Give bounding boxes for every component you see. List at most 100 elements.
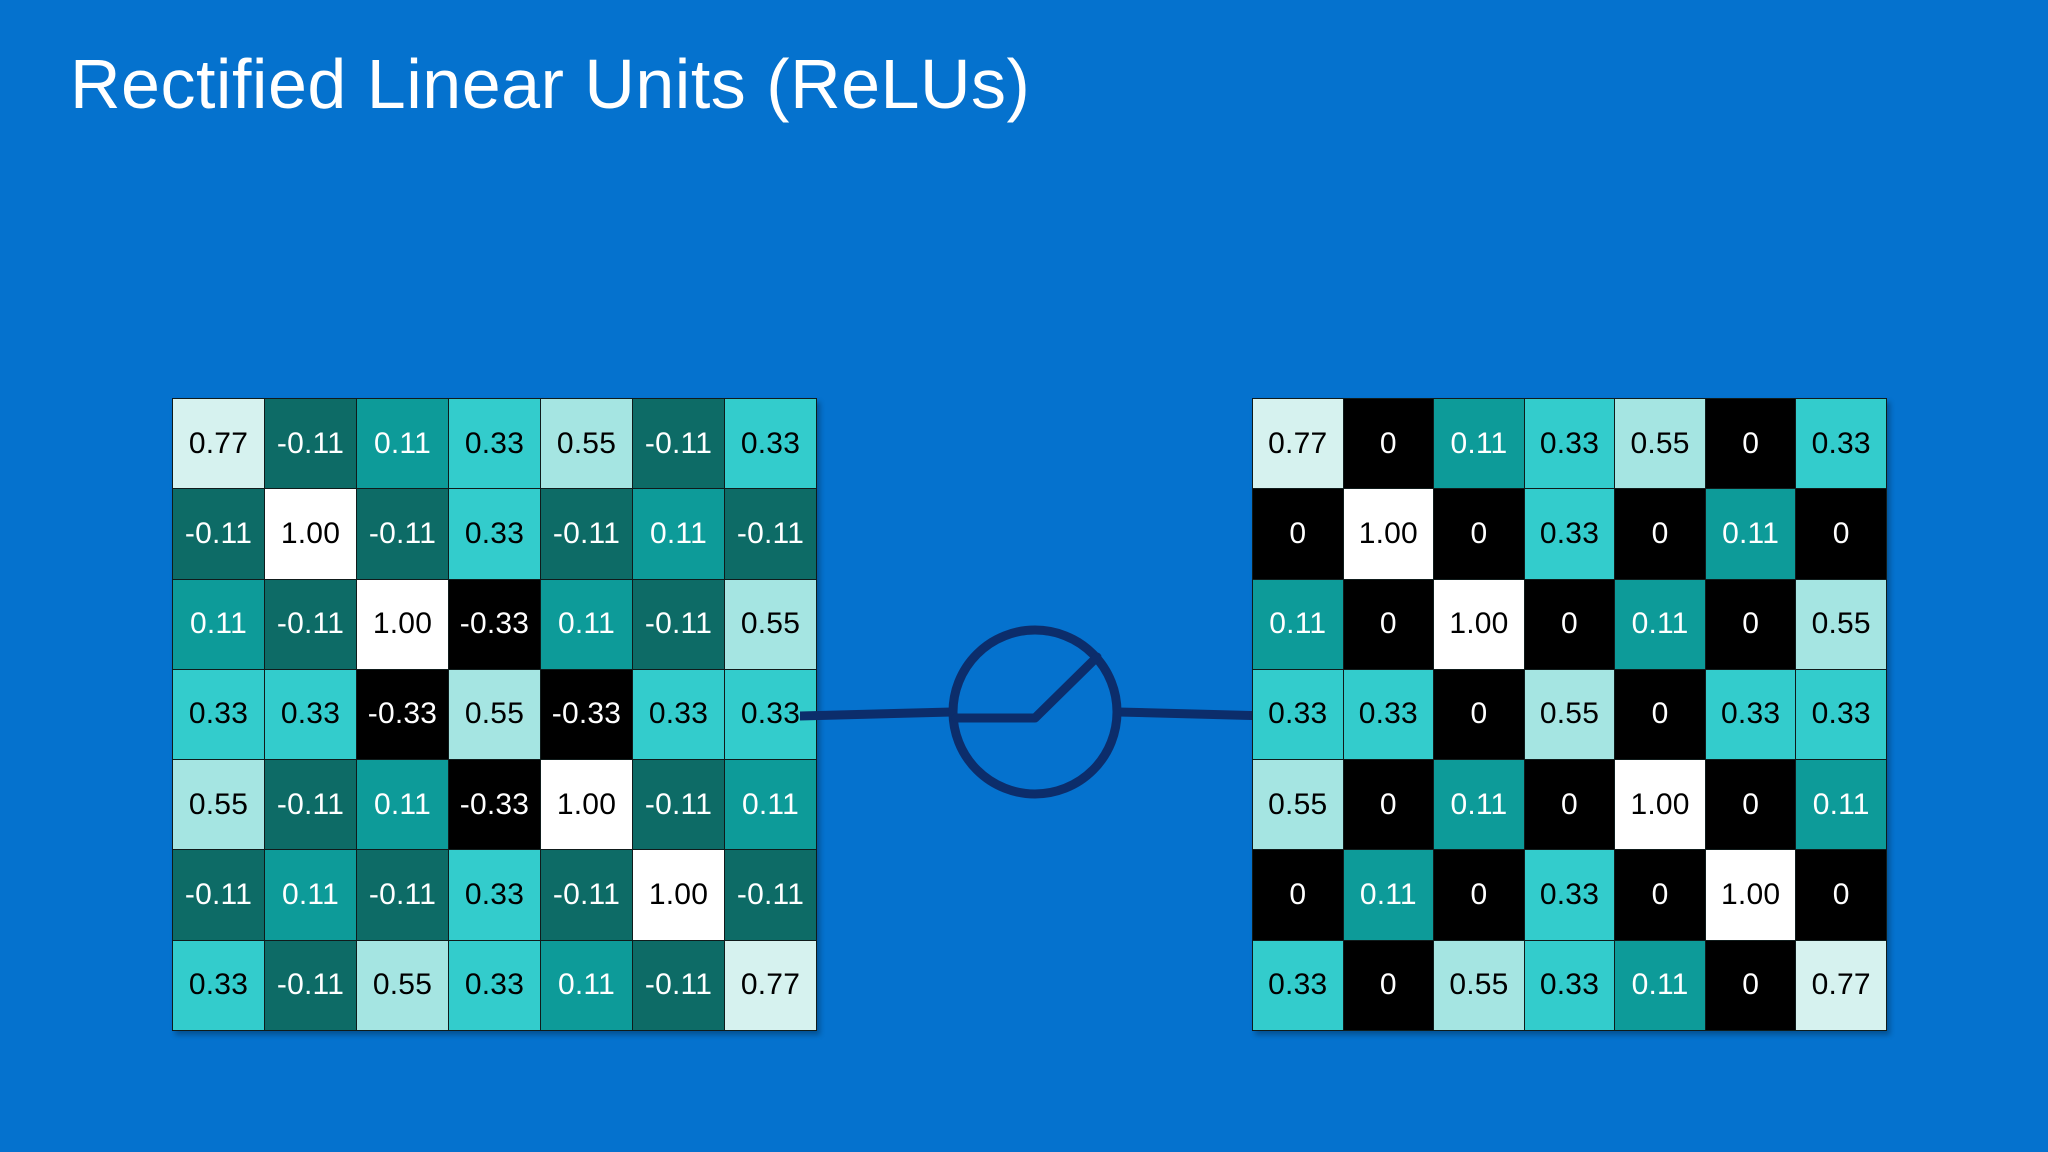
matrix-cell: 1.00 <box>1705 850 1796 940</box>
matrix-cell: 0 <box>1705 579 1796 669</box>
connector-line-left <box>800 707 957 721</box>
matrix-cell: 0.33 <box>1705 669 1796 760</box>
matrix-cell: 0 <box>1705 940 1796 1030</box>
matrix-cell: 0.33 <box>265 669 356 760</box>
page-title: Rectified Linear Units (ReLUs) <box>70 45 1031 123</box>
matrix-cell: -0.33 <box>449 579 540 669</box>
matrix-cell: 1.00 <box>541 760 632 850</box>
matrix-cell: -0.11 <box>633 399 724 489</box>
matrix-cell: 0.33 <box>1524 850 1615 940</box>
matrix-cell: 0.11 <box>1705 489 1796 579</box>
matrix-cell: -0.11 <box>725 850 816 940</box>
matrix-cell: 0 <box>1434 669 1524 760</box>
matrix-cell: 1.00 <box>633 850 724 940</box>
matrix-cell: 0.33 <box>449 489 540 579</box>
matrix-cell: -0.11 <box>357 489 448 579</box>
matrix-cell: -0.11 <box>725 489 816 579</box>
matrix-cell: 0.55 <box>449 669 540 760</box>
matrix-cell: 0.55 <box>725 579 816 669</box>
matrix-cell: 0.33 <box>449 399 540 489</box>
matrix-cell: -0.33 <box>357 669 448 760</box>
matrix-cell: 0.33 <box>725 399 816 489</box>
matrix-cell: 0 <box>1796 489 1886 579</box>
matrix-cell: 0.33 <box>1253 940 1343 1030</box>
matrix-cell: -0.11 <box>265 579 356 669</box>
matrix-cell: 0.33 <box>449 940 540 1030</box>
matrix-cell: 0.11 <box>1796 760 1886 850</box>
matrix-cell: 0.11 <box>725 760 816 850</box>
matrix-cell: 0 <box>1524 579 1615 669</box>
matrix-cell: 0 <box>1524 760 1615 850</box>
matrix-cell: 0.11 <box>1434 399 1524 489</box>
matrix-cell: 0.33 <box>1524 940 1615 1030</box>
matrix-cell: 0.33 <box>173 669 264 760</box>
matrix-cell: 0.11 <box>541 940 632 1030</box>
matrix-cell: 0.11 <box>357 399 448 489</box>
matrix-cell: 0.11 <box>1615 579 1705 669</box>
matrix-cell: 0.33 <box>725 669 816 760</box>
matrix-cell: -0.33 <box>541 669 632 760</box>
matrix-cell: 1.00 <box>265 489 356 579</box>
matrix-cell: -0.11 <box>265 760 356 850</box>
matrix-cell: 0 <box>1796 850 1886 940</box>
matrix-cell: 0.11 <box>357 760 448 850</box>
matrix-cell: -0.11 <box>633 940 724 1030</box>
matrix-cell: 0 <box>1705 399 1796 489</box>
matrix-cell: 0 <box>1343 940 1434 1030</box>
matrix-cell: -0.11 <box>633 579 724 669</box>
matrix-cell: 0.77 <box>1796 940 1886 1030</box>
matrix-cell: 0.11 <box>265 850 356 940</box>
matrix-cell: 0 <box>1615 850 1705 940</box>
matrix-cell: 0.55 <box>1434 940 1524 1030</box>
matrix-cell: 0.55 <box>1524 669 1615 760</box>
matrix-cell: 0 <box>1343 579 1434 669</box>
matrix-cell: 0.33 <box>1253 669 1343 760</box>
matrix-cell: 1.00 <box>1434 579 1524 669</box>
matrix-cell: -0.11 <box>173 489 264 579</box>
matrix-cell: 0.55 <box>1796 579 1886 669</box>
matrix-cell: 0.33 <box>173 940 264 1030</box>
matrix-cell: 0.77 <box>725 940 816 1030</box>
matrix-cell: 0 <box>1343 399 1434 489</box>
matrix-cell: 0 <box>1343 760 1434 850</box>
matrix-cell: 0.33 <box>1796 399 1886 489</box>
relu-curve-glyph <box>951 652 1102 723</box>
connector-line-right <box>1113 707 1270 721</box>
matrix-cell: 0.11 <box>1253 579 1343 669</box>
matrix-cell: -0.11 <box>357 850 448 940</box>
matrix-cell: 0.11 <box>633 489 724 579</box>
matrix-cell: 0.55 <box>1615 399 1705 489</box>
matrix-cell: 0.33 <box>1524 489 1615 579</box>
matrix-cell: 0.33 <box>1343 669 1434 760</box>
matrix-cell: 0.33 <box>449 850 540 940</box>
matrix-cell: 0.77 <box>173 399 264 489</box>
matrix-cell: 0 <box>1253 850 1343 940</box>
matrix-cell: 0.11 <box>1615 940 1705 1030</box>
relu-circle-outline <box>948 625 1122 799</box>
matrix-cell: 0 <box>1705 760 1796 850</box>
matrix-cell: 0 <box>1253 489 1343 579</box>
matrix-cell: -0.11 <box>265 399 356 489</box>
matrix-cell: 0.11 <box>1343 850 1434 940</box>
matrix-cell: 0.55 <box>541 399 632 489</box>
matrix-cell: -0.11 <box>173 850 264 940</box>
matrix-cell: 0.55 <box>357 940 448 1030</box>
matrix-cell: -0.11 <box>265 940 356 1030</box>
matrix-cell: 0.11 <box>173 579 264 669</box>
matrix-cell: 0.33 <box>633 669 724 760</box>
matrix-cell: 0.33 <box>1796 669 1886 760</box>
matrix-cell: -0.11 <box>633 760 724 850</box>
matrix-cell: 0.11 <box>1434 760 1524 850</box>
matrix-cell: 0.55 <box>173 760 264 850</box>
matrix-cell: -0.11 <box>541 489 632 579</box>
matrix-cell: 0 <box>1615 669 1705 760</box>
matrix-cell: -0.11 <box>541 850 632 940</box>
matrix-cell: 0 <box>1615 489 1705 579</box>
matrix-cell: 0 <box>1434 850 1524 940</box>
matrix-cell: 1.00 <box>1615 760 1705 850</box>
matrix-cell: 1.00 <box>357 579 448 669</box>
matrix-cell: 0 <box>1434 489 1524 579</box>
